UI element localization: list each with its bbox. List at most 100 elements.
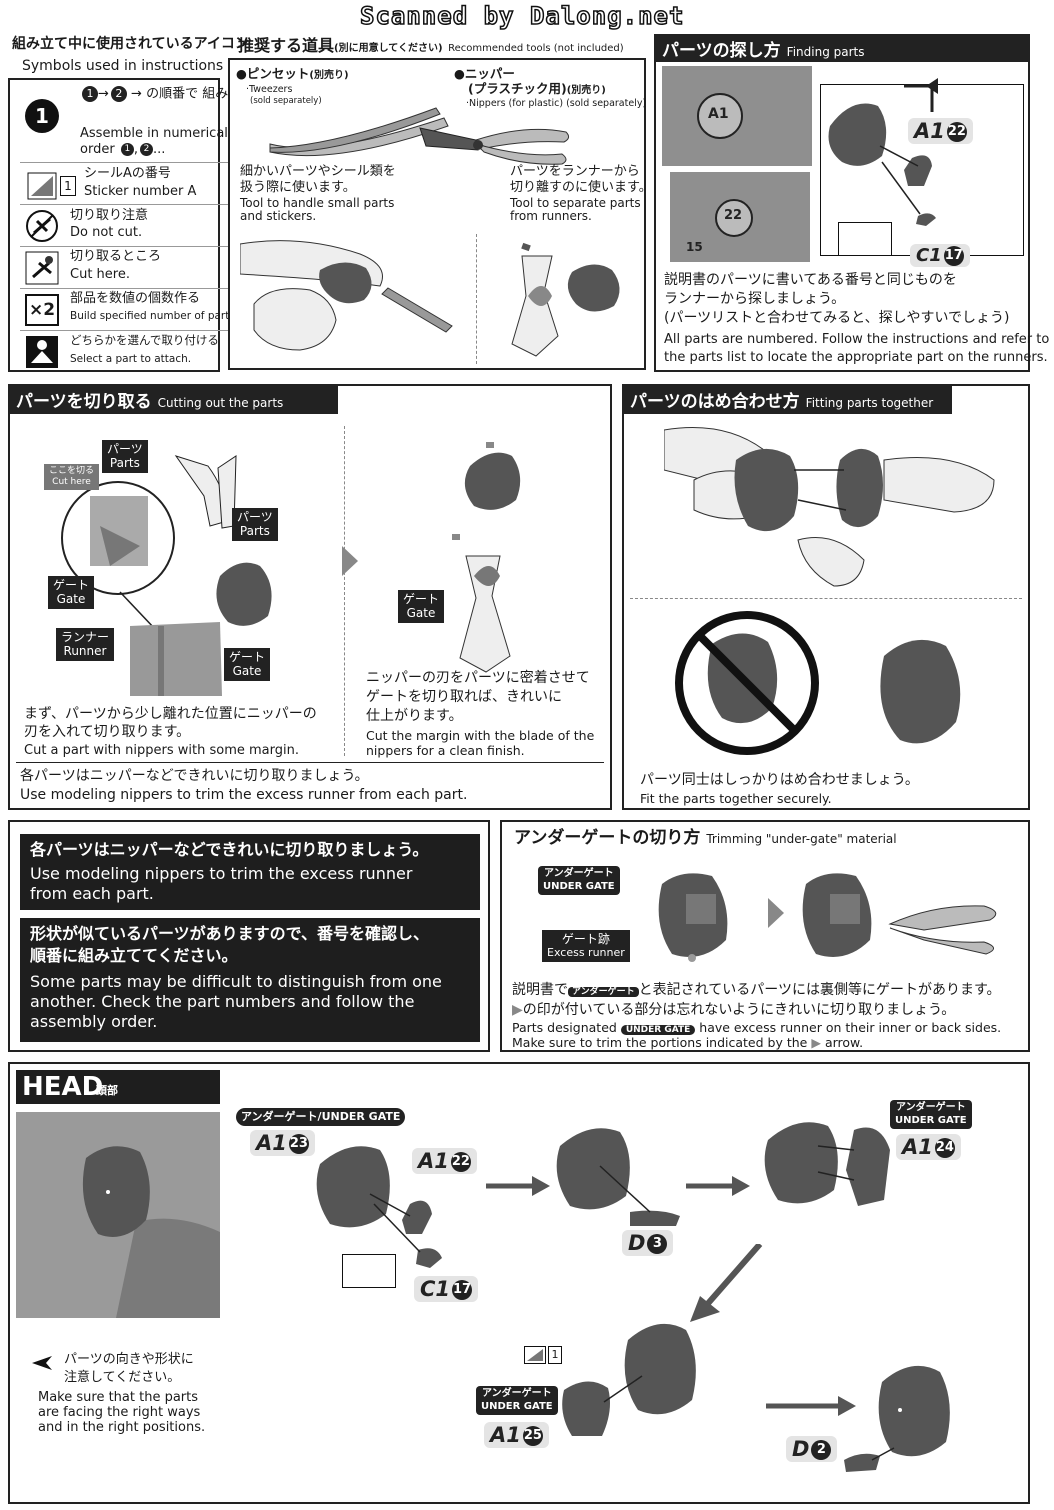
notice-1-en1: Use modeling nippers to trim the excess … bbox=[30, 864, 413, 883]
undergate-desc-en2: Make sure to trim the portions indicated… bbox=[512, 1035, 864, 1050]
step-arrow-icon-4 bbox=[766, 1396, 856, 1416]
step1-illustration bbox=[316, 1146, 442, 1268]
finding-parts-illustration bbox=[828, 103, 936, 226]
head-note: パーツの向きや形状に 注意してください。 Make sure that the … bbox=[24, 1352, 218, 1448]
head-box: HEAD 頭部 パーツの向きや形状に 注意してください。 Make sure t… bbox=[8, 1062, 1030, 1504]
tweezers-use-jp2: 扱う際に使います。 bbox=[240, 180, 356, 195]
note-arrow-icon bbox=[32, 1356, 52, 1370]
multi-text-en: Build specified number of parts. bbox=[70, 310, 239, 322]
tools-box: ●ピンセット(別売り) ·Tweezers (sold separately) … bbox=[228, 58, 652, 370]
runner-label-a1: A1 bbox=[708, 106, 729, 122]
notice-1: 各パーツはニッパーなどできれいに切り取りましょう。 Use modeling n… bbox=[20, 834, 480, 910]
order-text-en1: Assemble in numerical bbox=[80, 126, 228, 141]
step1-jp2: 刃を入れて切り取ります。 bbox=[24, 724, 191, 740]
nipper-use-en1: Tool to separate parts bbox=[510, 196, 641, 210]
nipper-usage-illustration bbox=[511, 242, 620, 357]
tweezers-use-en2: and stickers. bbox=[240, 209, 317, 223]
notice-2-jp1: 形状が似ているパーツがありますので、番号を確認し、 bbox=[30, 924, 430, 943]
step2-jp3: 仕上がります。 bbox=[366, 708, 463, 724]
notice-2-en3: assembly order. bbox=[30, 1012, 158, 1031]
sticker-number-box: 1 bbox=[60, 176, 76, 196]
cutting-footer-line bbox=[16, 762, 604, 763]
head-title-en: HEAD bbox=[22, 1072, 104, 1102]
cutting-separator bbox=[344, 426, 345, 756]
arrow-icon bbox=[904, 78, 938, 112]
divider bbox=[20, 246, 228, 247]
svg-text:1: 1 bbox=[35, 104, 49, 128]
multiply-icon-label: ×2 bbox=[25, 294, 59, 326]
head-thumbnail-illustration bbox=[82, 1146, 220, 1318]
tweezers-use-en1: Tool to handle small parts bbox=[240, 196, 395, 210]
fitting-desc-jp: パーツ同士はしっかりはめ合わせましょう。 bbox=[640, 772, 919, 788]
prohibited-icon bbox=[675, 611, 819, 755]
select-part-icon bbox=[22, 334, 62, 370]
head-title-box: HEAD 頭部 bbox=[16, 1070, 220, 1104]
tweezers-label-en: ·Tweezers bbox=[246, 84, 293, 95]
finding-desc-jp2: ランナーから探しましょう。 bbox=[664, 291, 846, 307]
tweezers-label: ●ピンセット(別売り) bbox=[236, 66, 349, 81]
tweezers-usage-illustration bbox=[240, 240, 453, 351]
cut-text-jp: 切り取るところ bbox=[70, 249, 162, 264]
step1-inset bbox=[342, 1254, 396, 1288]
runner-illustration bbox=[662, 66, 822, 262]
next-step-arrow-icon bbox=[768, 898, 784, 928]
step1-jp1: まず、パーツから少し離れた位置にニッパーの bbox=[24, 706, 317, 722]
cutting-step1-illustration bbox=[61, 455, 272, 696]
divider bbox=[20, 330, 228, 331]
nipper-use-jp2: 切り離すのに使います。 bbox=[510, 180, 652, 195]
finding-desc-jp1: 説明書のパーツに書いてある番号と同じものを bbox=[664, 272, 957, 288]
fitting-desc-en: Fit the parts together securely. bbox=[640, 791, 832, 806]
divider bbox=[20, 162, 228, 163]
step2-jp1: ニッパーの刃をパーツに密着させて bbox=[366, 670, 590, 686]
multiply-icon: ×2 bbox=[22, 292, 62, 328]
head-note-jp1: パーツの向きや形状に bbox=[64, 1352, 194, 1367]
cut-text-en: Cut here. bbox=[70, 267, 130, 282]
step3-illustration bbox=[764, 1122, 890, 1206]
step1-en: Cut a part with nippers with some margin… bbox=[24, 743, 299, 758]
cutting-footer-en: Use modeling nippers to trim the excess … bbox=[20, 787, 468, 803]
undergate-desc-jp1: 説明書でアンダーゲートと表記されているパーツには裏側等にゲートがあります。 bbox=[512, 982, 1001, 998]
tools-title: 推奨する道具(別に用意してください) Recommended tools (no… bbox=[238, 36, 624, 55]
symbols-panel: 組み立て中に使用されているアイコン Symbols used in instru… bbox=[8, 36, 280, 376]
divider bbox=[20, 288, 228, 289]
step2-en1: Cut the margin with the blade of the bbox=[366, 728, 595, 743]
cut-here-icon bbox=[22, 250, 62, 286]
cutting-step2-illustration bbox=[452, 442, 521, 673]
finding-desc-en2: the parts list to locate the appropriate… bbox=[664, 350, 1048, 365]
tweezers-sold-en: (sold separately) bbox=[250, 96, 322, 106]
finding-sub-inset bbox=[838, 222, 892, 256]
nipper-label: ●ニッパー bbox=[454, 66, 515, 81]
finding-desc-jp3: (パーツリストと合わせてみると、探しやすいでしょう) bbox=[664, 310, 1010, 326]
undergate-desc-en1: Parts designated UNDER GATE have excess … bbox=[512, 1020, 1002, 1035]
notice-2-jp2: 順番に組み立ててください。 bbox=[30, 946, 238, 965]
sticker-text-jp: シールAの番号 bbox=[84, 166, 171, 181]
head-title-jp: 頭部 bbox=[96, 1084, 118, 1097]
fitting-divider bbox=[630, 598, 1022, 599]
tweezers-use-jp1: 細かいパーツやシール類を bbox=[240, 164, 396, 179]
select-text-jp: どちらかを選んで取り付ける bbox=[70, 333, 219, 347]
fitted-part-illustration bbox=[880, 639, 961, 744]
nipper-label-en: ·Nippers (for plastic) (sold separately) bbox=[466, 98, 647, 109]
select-text-en: Select a part to attach. bbox=[70, 353, 192, 365]
sticker-text-en: Sticker number A bbox=[84, 184, 197, 199]
head-note-en1: Make sure that the parts bbox=[38, 1390, 199, 1405]
next-step-arrow-icon bbox=[342, 546, 358, 576]
notice-1-jp: 各パーツはニッパーなどできれいに切り取りましょう。 bbox=[30, 840, 429, 859]
notice-2: 形状が似ているパーツがありますので、番号を確認し、 順番に組み立ててください。 … bbox=[20, 918, 480, 1042]
step2-en2: nippers for a clean finish. bbox=[366, 743, 525, 758]
step5-illustration bbox=[844, 1365, 950, 1472]
step-number-icon: 1 bbox=[22, 98, 62, 134]
